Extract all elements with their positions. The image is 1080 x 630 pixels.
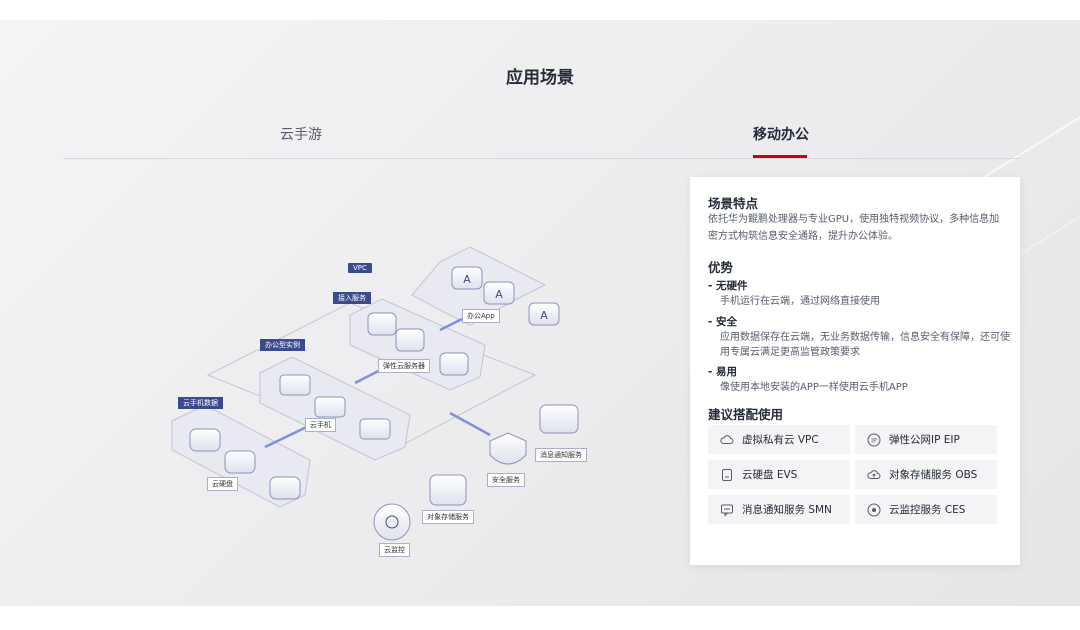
vpc-label: VPC xyxy=(348,263,372,273)
product-label: 云硬盘 EVS xyxy=(742,469,798,481)
cloud-storage-icon xyxy=(867,468,881,482)
active-tab-indicator xyxy=(753,155,807,158)
features-description: 依托华为鲲鹏处理器与专业GPU，使用独特视频协议，多种信息加密方式构筑信息安全通… xyxy=(708,214,1000,242)
app-icon: A xyxy=(528,302,560,326)
obs-label: 对象存储服务 xyxy=(422,510,474,524)
advantage-title: - 易用 xyxy=(708,366,738,378)
product-vpc[interactable]: 虚拟私有云 VPC xyxy=(708,425,850,454)
monitor-label: 云监控 xyxy=(379,543,410,557)
cloud-network-icon xyxy=(720,433,734,447)
architecture-diagram: A A A xyxy=(150,225,620,565)
recommend-title: 建议搭配使用 xyxy=(708,407,784,422)
smn-label: 消息通知服务 xyxy=(535,448,587,462)
connector xyxy=(449,411,491,437)
product-label: 弹性公网IP EIP xyxy=(889,434,960,446)
disk-icon xyxy=(720,468,734,482)
phone-platform xyxy=(259,356,411,461)
advantage-description: 手机运行在云端，通过网络直接使用 xyxy=(720,296,880,307)
app-icon: A xyxy=(451,266,483,290)
monitor-node xyxy=(373,503,411,541)
obs-node xyxy=(429,474,467,506)
tab-mobile-office[interactable]: 移动办公 xyxy=(753,127,809,143)
scenario-detail-card: 场景特点 依托华为鲲鹏处理器与专业GPU，使用独特视频协议，多种信息加密方式构筑… xyxy=(690,177,1020,565)
office-app-platform: A A A xyxy=(411,246,560,326)
svg-text:IP: IP xyxy=(871,437,877,444)
phone-data-label: 云手机数据 xyxy=(178,397,223,409)
office-instance-label: 办公型实例 xyxy=(260,339,305,351)
advantage-title: - 安全 xyxy=(708,316,738,328)
tab-cloud-game[interactable]: 云手游 xyxy=(280,127,322,143)
smn-node xyxy=(539,404,579,434)
phone-label: 云手机 xyxy=(305,418,336,432)
scenario-section: 应用场景 云手游 移动办公 A A A xyxy=(0,20,1080,606)
security-label: 安全服务 xyxy=(487,473,525,487)
advantages-title: 优势 xyxy=(708,260,734,275)
disk-label: 云硬盘 xyxy=(207,477,238,491)
svg-text:A: A xyxy=(495,288,503,301)
svg-text:A: A xyxy=(540,309,548,322)
product-label: 消息通知服务 SMN xyxy=(742,504,832,516)
product-obs[interactable]: 对象存储服务 OBS xyxy=(855,460,997,489)
features-title: 场景特点 xyxy=(708,196,759,211)
product-ces[interactable]: 云监控服务 CES xyxy=(855,495,997,524)
product-evs[interactable]: 云硬盘 EVS xyxy=(708,460,850,489)
disk-platform xyxy=(171,404,311,508)
product-eip[interactable]: IP 弹性公网IP EIP xyxy=(855,425,997,454)
app-icon: A xyxy=(483,281,515,305)
ecs-platform xyxy=(349,298,486,391)
svg-text:A: A xyxy=(463,273,471,286)
product-label: 虚拟私有云 VPC xyxy=(742,434,819,446)
product-smn[interactable]: 消息通知服务 SMN xyxy=(708,495,850,524)
advantage-description: 像使用本地安装的APP一样使用云手机APP xyxy=(720,382,908,393)
product-label: 对象存储服务 OBS xyxy=(889,469,978,481)
advantage-description: 应用数据保存在云端，无业务数据传输，信息安全有保障，还可使用专属云满足更高监管政… xyxy=(720,332,1010,358)
section-title: 应用场景 xyxy=(506,68,574,88)
security-service-node xyxy=(489,432,527,465)
office-app-label: 办公App xyxy=(462,309,500,323)
access-service-label: 接入服务 xyxy=(333,292,371,304)
message-icon xyxy=(720,503,734,517)
scenario-tabs: 云手游 移动办公 xyxy=(63,120,1020,159)
ip-icon: IP xyxy=(867,433,881,447)
monitor-icon xyxy=(867,503,881,517)
product-label: 云监控服务 CES xyxy=(889,504,966,516)
advantage-title: - 无硬件 xyxy=(708,280,748,292)
ecs-label: 弹性云服务器 xyxy=(378,359,430,373)
